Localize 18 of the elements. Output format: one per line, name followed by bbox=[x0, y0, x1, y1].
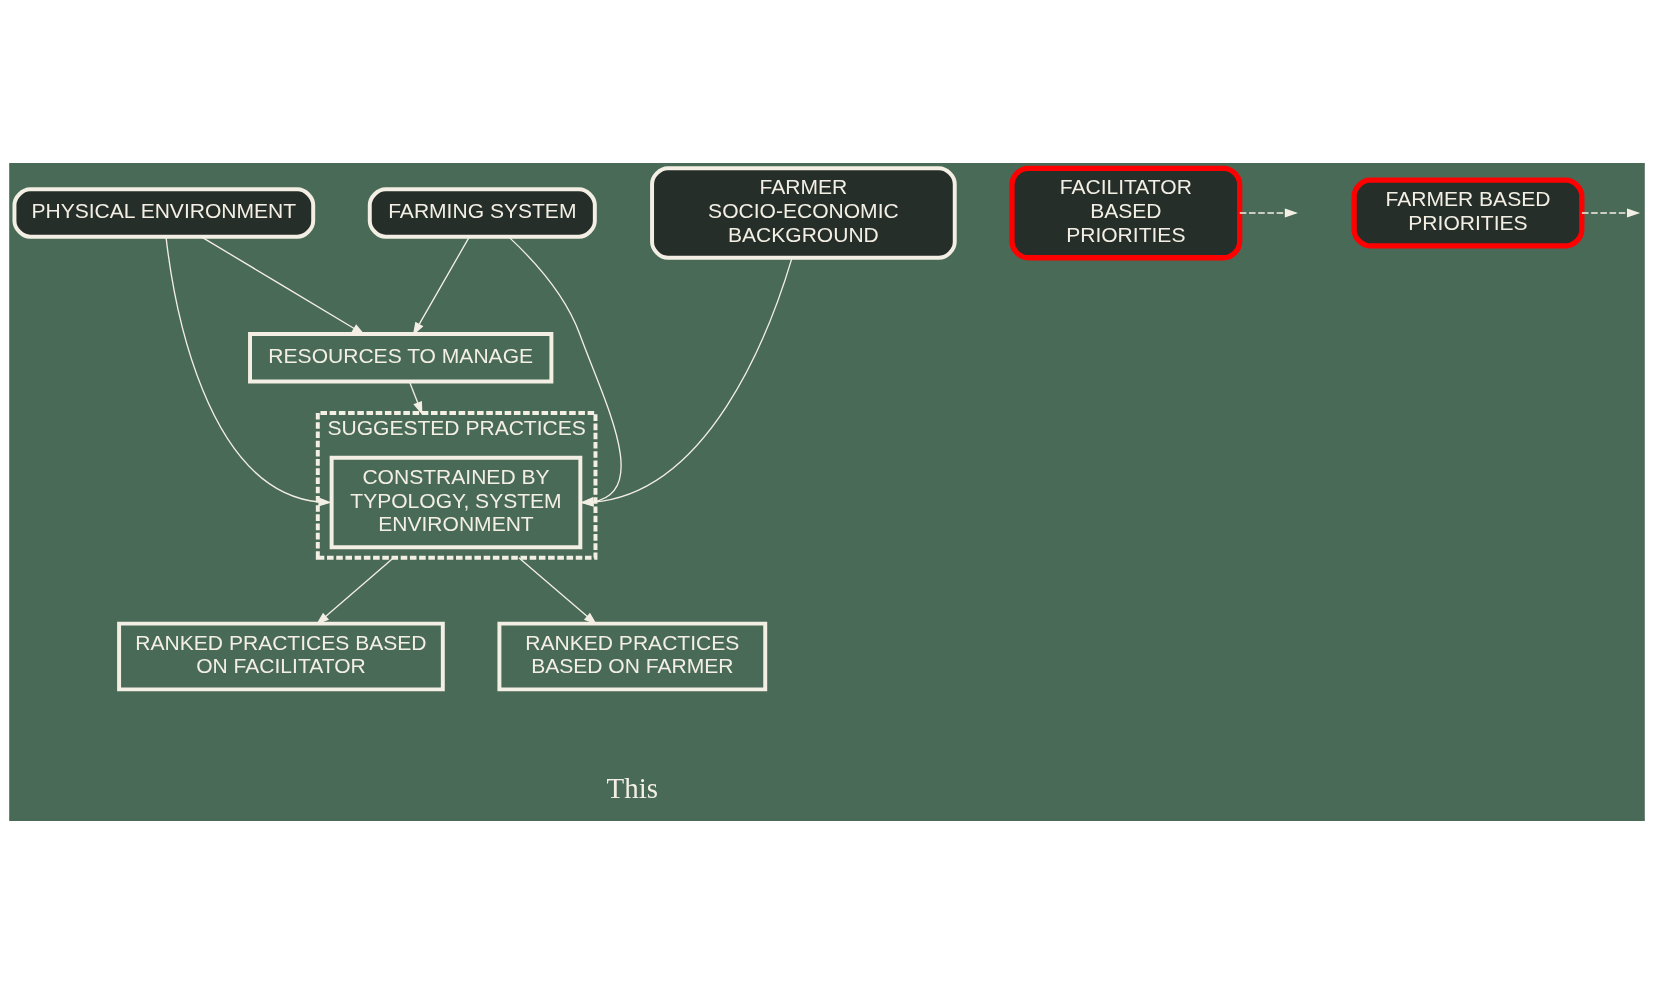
label: This bbox=[606, 772, 659, 805]
node-box: RESOURCES TO MANAGE bbox=[248, 332, 554, 384]
arrow bbox=[580, 257, 793, 507]
arrow bbox=[508, 236, 622, 507]
node-box: RANKED PRACTICES BASED ON FARMER bbox=[497, 621, 768, 692]
node-box: FARMING SYSTEM bbox=[367, 187, 597, 239]
arrow bbox=[1239, 208, 1298, 218]
arrow bbox=[165, 236, 332, 507]
node-box: RANKED PRACTICES BASED ON FACILITATOR bbox=[117, 621, 445, 692]
node-box: CONSTRAINED BY TYPOLOGY, SYSTEM ENVIRONMENT bbox=[329, 455, 583, 550]
node-box: FARMER BASED PRIORITIES bbox=[1351, 177, 1585, 249]
arrow bbox=[408, 381, 423, 415]
node-box: PHYSICAL ENVIRONMENT bbox=[12, 187, 316, 239]
node-box: FACILITATOR BASED PRIORITIES bbox=[1009, 165, 1243, 261]
arrow bbox=[518, 557, 597, 625]
arrow bbox=[316, 557, 395, 625]
arrow bbox=[1581, 208, 1641, 218]
node-box: FARMER SOCIO-ECONOMIC BACKGROUND bbox=[650, 166, 957, 260]
